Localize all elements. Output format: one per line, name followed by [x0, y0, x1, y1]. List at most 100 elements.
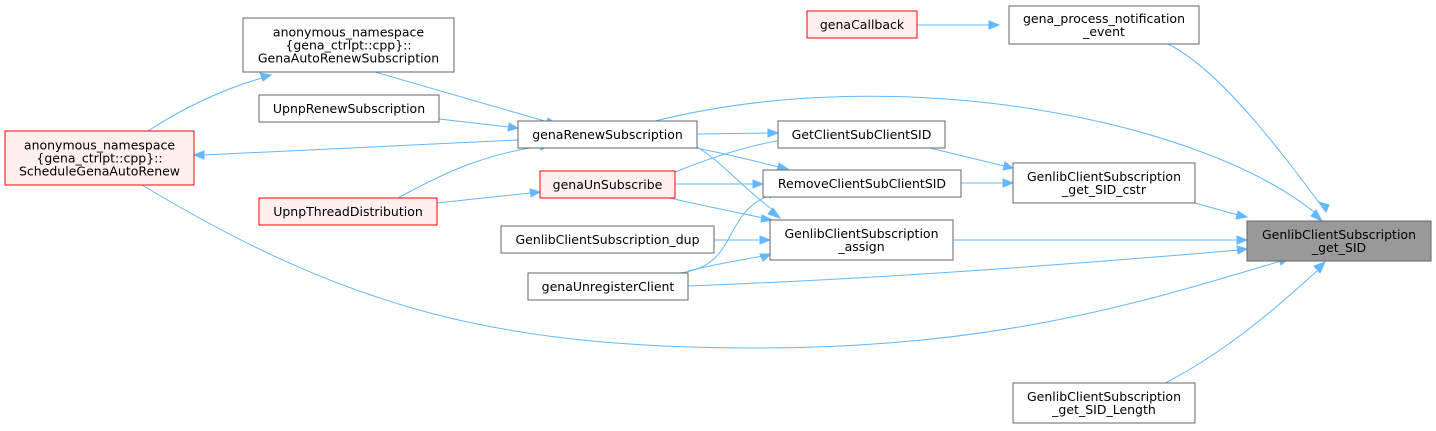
- node-get-sid-length[interactable]: GenlibClientSubscription_get_SID_Length: [1012, 382, 1196, 424]
- node-label-line: anonymous_namespace: [24, 138, 175, 153]
- node-label-line: GenaAutoRenewSubscription: [258, 51, 439, 66]
- edge-line: [202, 139, 519, 156]
- edge-line: [674, 139, 784, 173]
- node-box: [777, 120, 946, 149]
- edge-line: [689, 146, 780, 168]
- edge-line: [397, 145, 543, 199]
- node-box: [500, 225, 715, 254]
- node-box: [242, 17, 455, 73]
- edge-line: [696, 146, 774, 211]
- node-dup[interactable]: GenlibClientSubscription_dup: [500, 225, 715, 254]
- edge-arrowhead: [1002, 178, 1015, 188]
- node-label-line: _get_SID: [1311, 240, 1366, 255]
- edge-line: [687, 249, 1240, 287]
- node-assign[interactable]: GenlibClientSubscription_assign: [769, 219, 954, 261]
- edge-line: [1167, 43, 1327, 213]
- edge-upnp_renew-to-gena_renew: [438, 118, 520, 132]
- edge-line: [696, 132, 770, 135]
- edge-arrowhead: [988, 20, 1001, 30]
- node-schedule[interactable]: anonymous_namespace{gena_ctrlpt::cpp}::S…: [4, 130, 195, 186]
- node-box: [517, 120, 698, 149]
- node-label-line: GenlibClientSubscription_dup: [515, 232, 699, 247]
- edge-gena_renew-to-get_client_sub: [696, 128, 780, 138]
- node-upnp-thread[interactable]: UpnpThreadDistribution: [258, 197, 438, 226]
- node-label-line: _get_SID_Length: [1051, 402, 1156, 417]
- node-box: [1012, 162, 1196, 204]
- edge-arrowhead: [192, 150, 205, 160]
- node-label-line: genaRenewSubscription: [532, 127, 683, 142]
- edge-arrowhead: [1236, 235, 1249, 245]
- edge-line: [438, 118, 510, 128]
- node-label-line: GenlibClientSubscription: [1027, 169, 1181, 184]
- node-get-client-sub[interactable]: GetClientSubClientSID: [777, 120, 946, 149]
- edge-arrowhead: [752, 179, 765, 189]
- node-gena-unsubscribe[interactable]: genaUnSubscribe: [539, 170, 676, 199]
- node-label-line: GenlibClientSubscription: [784, 226, 938, 241]
- edge-get_sid_cstr-to-get_sid: [1194, 202, 1249, 220]
- edge-get_sid_length-to-get_sid: [1164, 261, 1326, 384]
- node-label-line: UpnpRenewSubscription: [273, 101, 425, 116]
- node-label-line: genaUnSubscribe: [553, 177, 663, 192]
- node-get-sid-cstr[interactable]: GenlibClientSubscription_get_SID_cstr: [1012, 162, 1196, 204]
- edge-upnp_thread-to-gena_renew: [397, 141, 552, 199]
- node-label-line: _assign: [837, 239, 884, 254]
- node-label-line: GenlibClientSubscription: [1027, 389, 1181, 404]
- edge-gena_unsubscribe-to-remove_client_sub: [675, 179, 765, 189]
- edge-arrowhead: [259, 72, 273, 82]
- edge-line: [436, 192, 531, 204]
- edge-gena_callback-to-process_notification: [917, 20, 1001, 30]
- node-get-sid[interactable]: GenlibClientSubscription_get_SID: [1246, 220, 1432, 262]
- node-gena-unregister[interactable]: genaUnregisterClient: [527, 272, 689, 301]
- edge-line: [141, 184, 1282, 349]
- edge-arrowhead: [759, 235, 772, 245]
- edge-gena_unregister-to-assign: [687, 253, 773, 272]
- node-label-line: _event: [1082, 24, 1125, 39]
- edge-gena_renew-to-schedule: [192, 139, 519, 160]
- edge-arrowhead: [1317, 201, 1330, 214]
- edge-gena_unregister-to-get_sid: [687, 245, 1249, 287]
- node-label-line: anonymous_namespace: [273, 25, 424, 40]
- edge-line: [374, 71, 549, 123]
- node-label-line: genaUnregisterClient: [542, 279, 675, 294]
- node-label-line: GenlibClientSubscription: [1262, 227, 1416, 242]
- edge-line: [654, 95, 1315, 213]
- edge-arrowhead: [759, 253, 773, 262]
- graph-nodes: GenlibClientSubscription_get_SIDgena_pro…: [4, 5, 1432, 424]
- node-box: [1008, 5, 1200, 45]
- node-label-line: {gena_ctrlpt::cpp}::: [285, 38, 411, 53]
- node-label-line: ScheduleGenaAutoRenew: [19, 164, 180, 179]
- edge-dup-to-assign: [714, 235, 772, 245]
- node-upnp-renew[interactable]: UpnpRenewSubscription: [258, 94, 440, 123]
- node-process-notification[interactable]: gena_process_notification_event: [1008, 5, 1200, 45]
- node-box: [806, 10, 918, 39]
- edge-line: [1194, 202, 1239, 216]
- node-gena-renew[interactable]: genaRenewSubscription: [517, 120, 698, 149]
- edge-schedule-to-auto_renew: [147, 72, 273, 132]
- node-remove-client-sub[interactable]: RemoveClientSubClientSID: [762, 169, 962, 198]
- node-box: [258, 197, 438, 226]
- node-box: [762, 169, 962, 198]
- edge-arrowhead: [1310, 209, 1324, 223]
- node-auto-renew[interactable]: anonymous_namespace{gena_ctrlpt::cpp}::G…: [242, 17, 455, 73]
- edge-process_notification-to-get_sid: [1167, 43, 1330, 214]
- node-gena-callback[interactable]: genaCallback: [806, 10, 918, 39]
- edge-line: [929, 147, 1005, 167]
- edge-arrowhead: [767, 207, 782, 219]
- edge-line: [147, 77, 263, 132]
- node-label-line: genaCallback: [820, 17, 905, 32]
- edge-arrowhead: [529, 188, 542, 198]
- edge-arrowhead: [1235, 210, 1249, 220]
- edge-assign-to-get_sid: [953, 235, 1249, 245]
- node-box: [1246, 220, 1432, 262]
- node-box: [4, 130, 195, 186]
- edge-arrowhead: [767, 128, 780, 138]
- node-label-line: GetClientSubClientSID: [792, 127, 932, 142]
- edge-arrowhead: [507, 122, 520, 132]
- edge-get_client_sub-to-get_sid_cstr: [929, 147, 1015, 171]
- node-label-line: UpnpThreadDistribution: [273, 204, 423, 219]
- node-label-line: gena_process_notification: [1023, 11, 1185, 26]
- node-box: [258, 94, 440, 123]
- node-label-line: RemoveClientSubClientSID: [778, 176, 946, 191]
- edge-arrowhead: [760, 214, 774, 223]
